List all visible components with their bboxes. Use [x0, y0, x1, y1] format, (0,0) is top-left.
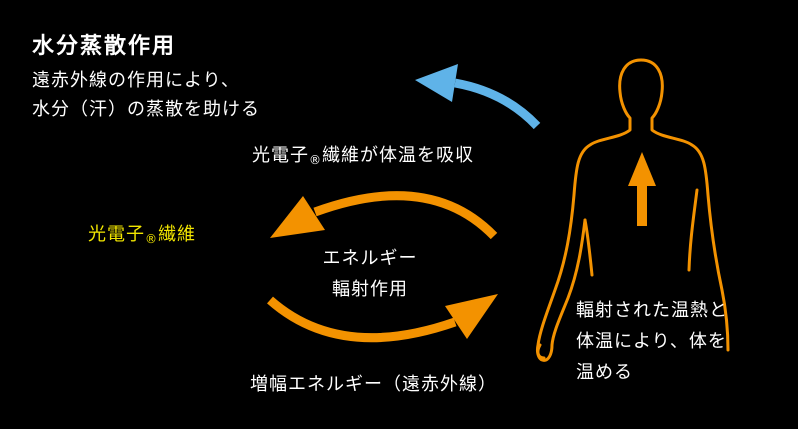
body-text-line-3: 温める [576, 362, 633, 383]
absorption-arrow [270, 191, 498, 240]
fiber-prefix: 光電子 [88, 224, 145, 245]
fiber-label: 光電子®繊維 [88, 220, 196, 246]
absorption-prefix: 光電子 [252, 145, 309, 166]
energy-label-line-1: エネルギー [322, 248, 418, 269]
registered-mark: ® [145, 232, 158, 246]
evaporation-arrow [415, 64, 541, 130]
fiber-suffix: 繊維 [158, 224, 196, 245]
human-body-outline [536, 58, 730, 362]
description-line-1: 遠赤外線の作用により、 [32, 70, 240, 91]
body-heat-up-arrow [628, 152, 656, 226]
energy-label-line-2: 輻射作用 [332, 279, 408, 300]
absorption-label: 光電子®繊維が体温を吸収 [252, 141, 474, 167]
diagram-title: 水分蒸散作用 [32, 34, 177, 59]
amplified-energy-label: 増幅エネルギー（遠赤外線） [250, 374, 497, 395]
body-text-line-2: 体温により、体を [576, 331, 727, 352]
description-line-2: 水分（汗）の蒸散を助ける [32, 99, 260, 120]
amplified-energy-arrow [267, 294, 498, 343]
absorption-suffix: 繊維が体温を吸収 [322, 145, 474, 166]
registered-mark: ® [309, 153, 322, 167]
body-text-line-1: 輻射された温熱と [576, 300, 728, 321]
